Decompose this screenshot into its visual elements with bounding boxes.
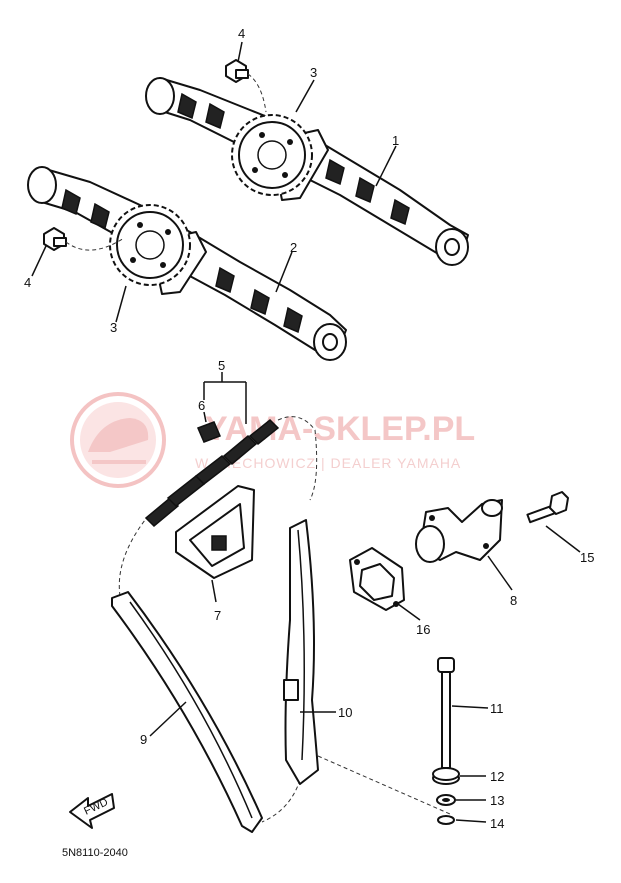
- callout-6: 6: [198, 398, 205, 413]
- callout-3-lower: 3: [110, 320, 117, 335]
- part-4-bolt-lower[interactable]: [43, 227, 125, 251]
- part-11-guide-bolt[interactable]: [437, 657, 455, 769]
- part-12-collar[interactable]: [432, 767, 460, 785]
- callout-5: 5: [218, 358, 225, 373]
- callout-14: 14: [490, 816, 504, 831]
- watermark-subtitle: W. LIECHOWICZ | DEALER YAMAHA: [195, 455, 461, 471]
- callout-11: 11: [490, 701, 504, 716]
- part-3-sprocket-lower[interactable]: [109, 204, 191, 286]
- callout-8: 8: [510, 593, 517, 608]
- callout-10: 10: [338, 705, 352, 720]
- leader-lines: [31, 41, 581, 823]
- part-14-o-ring[interactable]: [437, 815, 455, 825]
- part-9-tensioner-guide[interactable]: [111, 591, 263, 833]
- callout-15: 15: [580, 550, 594, 565]
- diagram-code: 5N8110-2040: [62, 847, 128, 859]
- part-7-chain-guide[interactable]: [175, 485, 255, 579]
- callout-9: 9: [140, 732, 147, 747]
- part-8-tensioner[interactable]: [415, 499, 503, 563]
- dealer-logo-icon: [70, 392, 166, 488]
- fwd-arrow-icon: FWD: [69, 793, 115, 829]
- callout-4-upper: 4: [238, 26, 245, 41]
- callout-7: 7: [214, 608, 221, 623]
- watermark: YAMA-SKLEP.PL W. LIECHOWICZ | DEALER YAM…: [70, 392, 475, 488]
- part-15-tensioner-cap-bolt[interactable]: [526, 491, 569, 524]
- callout-16: 16: [416, 622, 430, 637]
- part-13-washer[interactable]: [436, 794, 456, 806]
- callout-4-lower: 4: [24, 275, 31, 290]
- part-5-cam-chain[interactable]: [118, 416, 318, 823]
- callout-1: 1: [392, 133, 399, 148]
- callout-2: 2: [290, 240, 297, 255]
- callout-12: 12: [490, 769, 504, 784]
- callout-3-upper: 3: [310, 65, 317, 80]
- part-6-chain-joint[interactable]: [197, 421, 221, 443]
- callout-13: 13: [490, 793, 504, 808]
- part-3-sprocket-upper[interactable]: [231, 114, 313, 196]
- part-10-chain-guide[interactable]: [283, 519, 451, 815]
- part-4-bolt-upper[interactable]: [225, 59, 267, 113]
- part-16-gasket[interactable]: [349, 547, 405, 611]
- callouts: 1 2 3 3 4 4 5 6 7 8 9 10 11 12 13 14 15 …: [24, 26, 594, 831]
